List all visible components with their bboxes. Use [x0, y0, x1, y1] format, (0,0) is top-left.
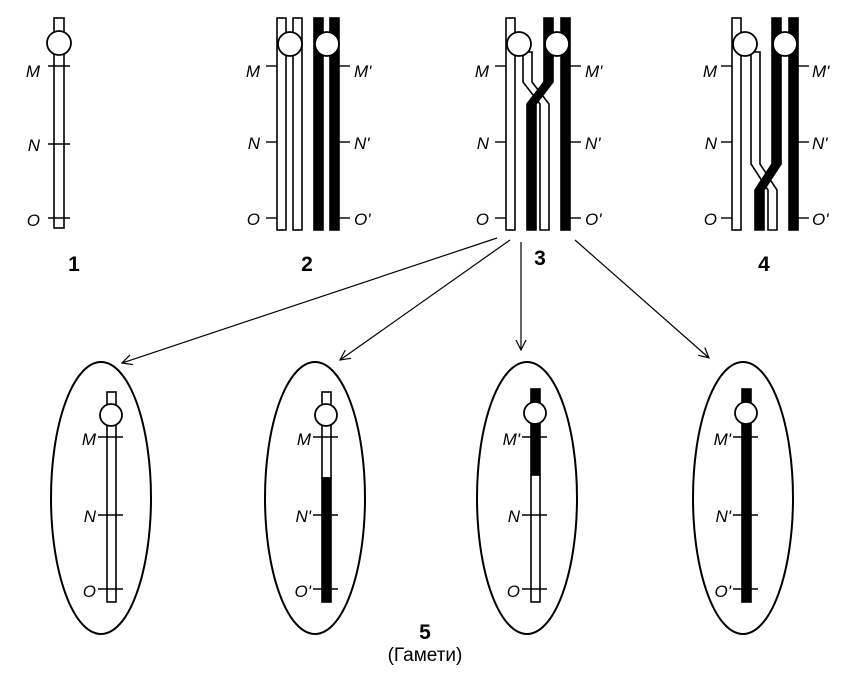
locus-label: N' [295, 507, 311, 526]
centromere [734, 401, 758, 425]
locus-label: O' [295, 582, 312, 601]
locus-label: M [246, 62, 261, 81]
locus-label: O [27, 211, 40, 230]
locus-label: M [703, 62, 718, 81]
centromere-white [506, 31, 532, 57]
locus-label: M' [354, 62, 372, 81]
locus-label: O' [812, 210, 829, 229]
locus-label: M [475, 62, 490, 81]
locus-label: N' [812, 134, 828, 153]
locus-label: N [705, 134, 718, 153]
locus-label: M [82, 430, 97, 449]
arrow-to-gamete-1 [122, 237, 498, 363]
locus-label: O' [715, 582, 732, 601]
centromere [99, 403, 123, 427]
chromatid [741, 388, 752, 603]
centromere-white [277, 31, 303, 57]
locus-label: M [297, 430, 312, 449]
centromere-black [544, 31, 570, 57]
chromatid-white-outer [731, 17, 742, 231]
locus-label: O' [354, 210, 371, 229]
locus-label: O [507, 582, 520, 601]
locus-label: M' [585, 62, 603, 81]
locus-label: M' [503, 430, 521, 449]
gamete-cell [50, 361, 152, 635]
centromere-black [772, 31, 798, 57]
stage-number: 4 [758, 253, 770, 276]
locus-label: N' [354, 134, 370, 153]
arrow-to-gamete-4 [574, 239, 709, 358]
locus-label: M' [812, 62, 830, 81]
gamete-2: M N' O' [264, 361, 366, 635]
locus-label: O' [585, 210, 602, 229]
gamete-cell [264, 361, 366, 635]
chromatid [106, 391, 117, 603]
locus-label: M [26, 62, 41, 81]
stage-number: 1 [68, 253, 80, 276]
centromere [523, 401, 547, 425]
locus-label: O [476, 210, 489, 229]
chromatid-white-part [530, 474, 541, 603]
chromatid-black-1 [313, 17, 324, 231]
locus-label: N' [715, 507, 731, 526]
chromatid-white-2 [292, 17, 303, 231]
locus-label: M' [714, 430, 732, 449]
recombinant-black-strand [754, 17, 782, 231]
chromatid [53, 17, 65, 229]
recombinant-white-strand [750, 51, 778, 231]
centromere-black [314, 31, 340, 57]
locus-label: N [508, 507, 521, 526]
chromatid-white-outer [505, 17, 516, 231]
locus-label: N [28, 136, 41, 155]
centromere [314, 403, 338, 427]
locus-label: O [247, 210, 260, 229]
chromatid-black-part [321, 477, 332, 603]
locus-label: N [248, 134, 261, 153]
centromere-white [732, 31, 758, 57]
stage-3-crossing-over: M N O M' N' O' 3 [475, 17, 603, 270]
locus-label: N [477, 134, 490, 153]
gamete-4: M' N' O' [692, 361, 794, 635]
stage-1-chromosome: M N O 1 [26, 17, 80, 276]
gametes-number: 5 [419, 621, 431, 644]
locus-label: N' [585, 134, 601, 153]
gamete-1: M N O [50, 361, 152, 635]
chromatid-black-outer [788, 17, 799, 231]
stage-2-homologous-pair: M N O M' N' O' 2 [246, 17, 372, 276]
stage-number: 3 [534, 247, 546, 270]
chromatid-white-1 [276, 17, 287, 231]
locus-label: O [83, 582, 96, 601]
arrow-to-gamete-2 [340, 239, 511, 360]
gametes-caption: (Гамети) [388, 645, 463, 666]
chromatid-black-2 [329, 17, 340, 231]
gamete-arrows [122, 237, 709, 363]
locus-label: N [84, 507, 97, 526]
chromatid-black-outer [560, 17, 571, 231]
stage-number: 2 [301, 253, 313, 276]
stage-4-crossing-over: M N O M' N' O' 4 [703, 17, 830, 276]
gamete-3: M' N O [476, 361, 578, 635]
locus-label: O [704, 210, 717, 229]
gamete-cell [476, 361, 578, 635]
centromere [46, 30, 72, 56]
